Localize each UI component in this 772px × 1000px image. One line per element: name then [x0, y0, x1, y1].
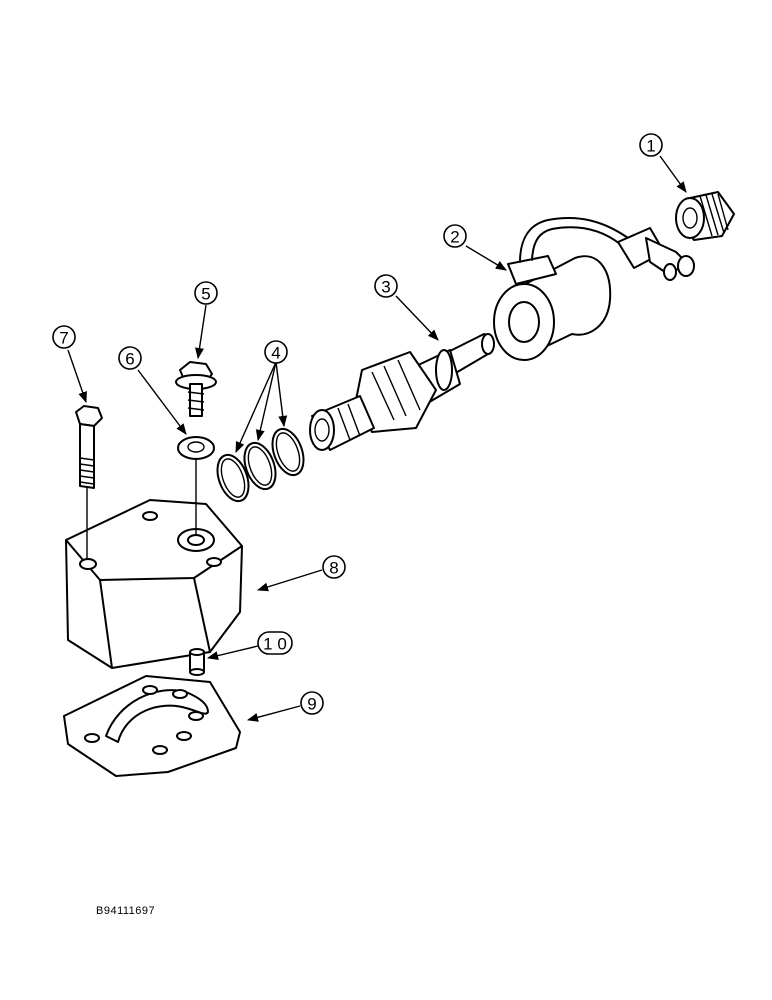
- reference-code: B94111697: [96, 905, 156, 917]
- part-flange-bolt: [175, 361, 217, 417]
- callout-6-label: 6: [125, 350, 134, 369]
- part-solenoid-coil: [493, 217, 695, 361]
- callout-3-label: 3: [381, 278, 390, 297]
- part-washer: [177, 436, 215, 460]
- assembly-lines: [86, 458, 197, 560]
- callout-10: 1 0: [257, 631, 293, 655]
- callout-3: 3: [374, 274, 398, 298]
- part-gasket-plate: [63, 675, 241, 777]
- callout-7: 7: [52, 325, 76, 349]
- callout-8-label: 8: [329, 559, 338, 578]
- part-o-rings: [216, 427, 305, 503]
- part-hex-bolt: [75, 405, 103, 489]
- part-valve-body: [65, 499, 243, 669]
- callout-4-label: 4: [271, 344, 280, 363]
- callout-9: 9: [300, 691, 324, 715]
- callout-2: 2: [443, 224, 467, 248]
- callout-5: 5: [194, 281, 218, 305]
- part-cartridge-valve: [309, 333, 495, 451]
- callout-2-label: 2: [450, 228, 459, 247]
- callout-6: 6: [118, 346, 142, 370]
- part-knurled-nut: [675, 191, 735, 241]
- callout-10-label: 1 0: [263, 635, 287, 654]
- callout-5-label: 5: [201, 285, 210, 304]
- callout-4: 4: [264, 340, 288, 364]
- callout-9-label: 9: [307, 695, 316, 714]
- part-dowel-pin: [189, 648, 205, 676]
- callout-8: 8: [322, 555, 346, 579]
- callout-7-label: 7: [59, 329, 68, 348]
- callout-1-label: 1: [646, 137, 655, 156]
- leader-lines: [67, 155, 687, 722]
- callout-1: 1: [639, 133, 663, 157]
